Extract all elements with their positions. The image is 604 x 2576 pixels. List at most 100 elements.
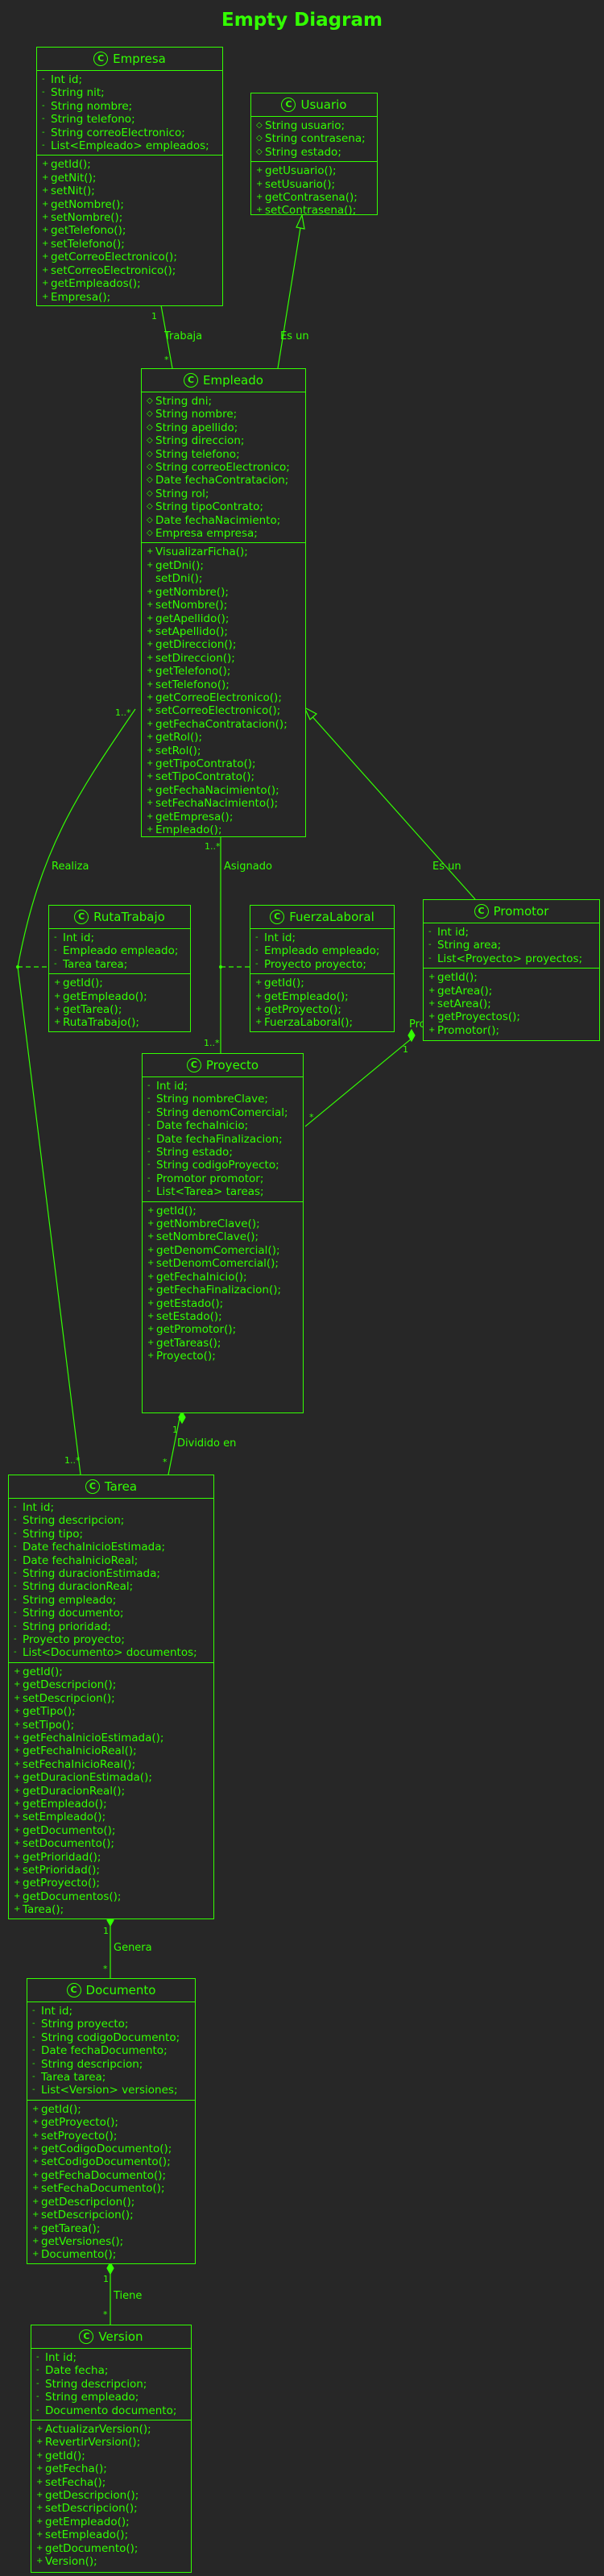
method-text: getId(); [51, 158, 91, 172]
private-icon: - [36, 2392, 39, 2402]
attribute-row: -List<Empleado> empleados; [42, 139, 222, 152]
attribute-row: -Promotor promotor; [147, 1172, 303, 1185]
attribute-row: -String telefono; [42, 113, 222, 126]
method-text: RutaTrabajo(); [63, 1016, 139, 1030]
fuerzalaboral-assoc-point [219, 965, 222, 969]
public-icon: + [147, 799, 154, 808]
method-row: +getTelefono(); [42, 224, 222, 237]
private-icon: - [42, 101, 45, 110]
class-name: Documento [85, 1982, 156, 1997]
method-row: +setUsuario(); [256, 178, 377, 191]
class-c-icon: C [186, 1058, 201, 1072]
method-text: getFechaInicioReal(); [23, 1744, 137, 1758]
method-row: +Promotor(); [428, 1024, 599, 1037]
method-row: +setDenomComercial(); [147, 1257, 303, 1270]
attribute-row: -String duracionReal; [14, 1580, 213, 1593]
method-text: setApellido(); [155, 624, 228, 638]
composition-diamond-promotor [407, 1028, 416, 1043]
public-icon: + [147, 1338, 155, 1347]
class-c-icon: C [270, 910, 285, 924]
dividido-en-edge [168, 1413, 181, 1475]
public-icon: + [14, 1693, 21, 1703]
method-row: +getDireccion(); [147, 638, 305, 651]
method-row: +getDescripcion(); [36, 2489, 191, 2502]
method-row: +Version(); [36, 2555, 191, 2568]
method-row: +getId(); [42, 158, 222, 171]
method-row: +setPrioridad(); [14, 1864, 213, 1877]
attribute-row: -Date fechaFinalizacion; [147, 1133, 303, 1146]
method-text: setNombre(); [51, 211, 123, 225]
attribute-text: Int id; [45, 2351, 77, 2364]
attribute-text: Date fechaContratacion; [155, 474, 289, 487]
attribute-text: Documento documento; [45, 2404, 177, 2417]
method-text: ActualizarVersion(); [45, 2423, 151, 2437]
attribute-row: ◇String estado; [256, 146, 377, 159]
public-icon: + [36, 2437, 43, 2447]
method-text: setCorreoElectronico(); [51, 263, 176, 277]
method-text: getDocumentos(); [23, 1889, 122, 1903]
method-text: setDescripcion(); [41, 2209, 134, 2222]
public-icon: + [255, 991, 263, 1001]
public-icon: + [42, 239, 49, 248]
attribute-row: -List<Documento> documentos; [14, 1646, 213, 1659]
protected-icon: ◇ [256, 134, 263, 143]
protected-icon: ◇ [256, 147, 263, 156]
public-icon: + [36, 2557, 43, 2566]
attribute-row: ◇String tipoContrato; [147, 500, 305, 513]
protected-icon: ◇ [147, 475, 153, 485]
public-icon: + [32, 2250, 39, 2259]
method-text: getProyectos(); [437, 1010, 520, 1024]
attribute-text: Tarea tarea; [63, 957, 128, 971]
method-row: +getVersiones(); [32, 2235, 195, 2248]
class-c-icon: C [66, 1983, 81, 1997]
attribute-row: -Int id; [42, 73, 222, 86]
method-text: getNit(); [51, 171, 97, 185]
public-icon: + [255, 978, 263, 988]
private-icon: - [32, 2006, 35, 2015]
methods-section: +getId();+getDescripcion();+setDescripci… [9, 1663, 213, 1919]
method-row: +setNit(); [42, 185, 222, 197]
attribute-row: -Int id; [14, 1501, 213, 1514]
public-icon: + [256, 193, 263, 202]
attribute-row: -String documento; [14, 1607, 213, 1620]
attribute-row: -List<Version> versiones; [32, 2084, 195, 2097]
public-icon: + [147, 587, 154, 596]
private-icon: - [14, 1648, 17, 1657]
public-icon: + [42, 213, 49, 222]
attribute-text: String apellido; [155, 421, 238, 434]
method-text: getFechaDocumento(); [41, 2168, 167, 2182]
public-icon: + [147, 640, 154, 649]
attribute-row: -Empleado empleado; [54, 944, 190, 957]
private-icon: - [14, 1516, 17, 1525]
private-icon: - [42, 141, 45, 151]
public-icon: + [428, 1025, 436, 1035]
protected-icon: ◇ [147, 502, 153, 512]
private-icon: - [14, 1569, 17, 1578]
method-row: +getTipo(); [14, 1705, 213, 1718]
attribute-text: List<Empleado> empleados; [51, 139, 209, 153]
private-icon: - [32, 2019, 35, 2029]
promueve-from-mult: 1 [403, 1044, 408, 1055]
method-text: Promotor(); [437, 1023, 500, 1037]
method-text: getId(); [156, 1204, 197, 1217]
class-name: Empresa [113, 51, 166, 66]
method-row: +setEmpleado(); [36, 2528, 191, 2541]
private-icon: - [42, 88, 45, 97]
method-row: +getEmpleado(); [54, 990, 190, 1003]
attribute-row: -String descripcion; [32, 2058, 195, 2071]
private-icon: - [147, 1160, 151, 1170]
attribute-text: List<Tarea> tareas; [156, 1185, 264, 1199]
method-row: +getEmpresa(); [147, 811, 305, 823]
attribute-text: Date fechaDocumento; [41, 2044, 168, 2058]
realiza-to-mult: 1..* [64, 1455, 81, 1466]
